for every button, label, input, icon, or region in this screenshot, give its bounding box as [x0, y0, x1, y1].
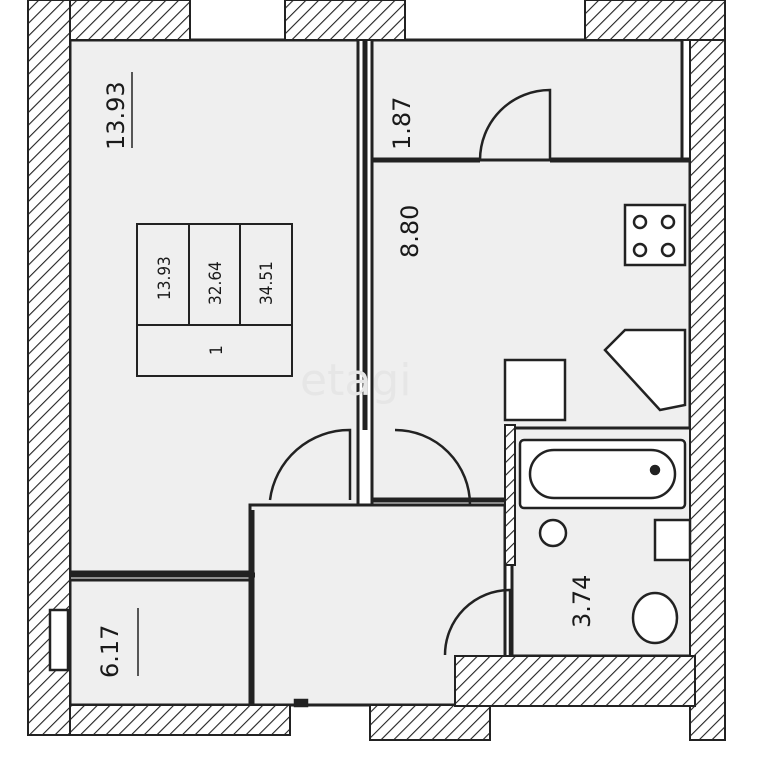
storage-room — [370, 38, 684, 162]
partitions — [70, 40, 690, 705]
counter-icon — [503, 358, 567, 422]
kitchen-area: 8.80 — [396, 205, 424, 258]
washbasin-icon — [538, 518, 568, 548]
electrical-panel-icon — [48, 608, 70, 672]
wall-top-mid — [284, 0, 406, 41]
summary-table — [136, 223, 293, 377]
door-living — [268, 428, 352, 501]
watermark: etagi — [300, 355, 411, 406]
table-total-area: 34.51 — [257, 261, 277, 305]
cabinet-icon — [653, 518, 692, 562]
entry-threshold — [293, 698, 309, 708]
table-living-area: 13.93 — [155, 256, 175, 300]
wall-top-right — [584, 0, 726, 41]
wall-bottom-right — [369, 704, 491, 741]
living-room-area: 13.93 — [102, 81, 130, 150]
door-kitchen — [394, 428, 472, 506]
sink-icon — [603, 328, 687, 412]
bathroom-area: 3.74 — [568, 575, 596, 628]
toilet-icon — [631, 591, 679, 645]
door-storage — [478, 88, 552, 161]
wall-top-left — [69, 0, 191, 41]
table-total-area-no-balcony: 32.64 — [206, 261, 226, 305]
wall-bath-bottom — [454, 655, 696, 707]
wall-right — [689, 39, 726, 741]
wall-bottom-left — [69, 704, 291, 736]
hallway-area: 6.17 — [96, 625, 124, 678]
storage-area: 1.87 — [388, 97, 416, 150]
table-room-count: 1 — [207, 345, 227, 355]
wall-bath-left — [504, 424, 516, 566]
fixtures — [48, 203, 692, 708]
living-room — [68, 38, 360, 574]
stove-icon — [623, 203, 687, 267]
doors — [268, 88, 552, 656]
door-bathroom — [443, 588, 512, 656]
